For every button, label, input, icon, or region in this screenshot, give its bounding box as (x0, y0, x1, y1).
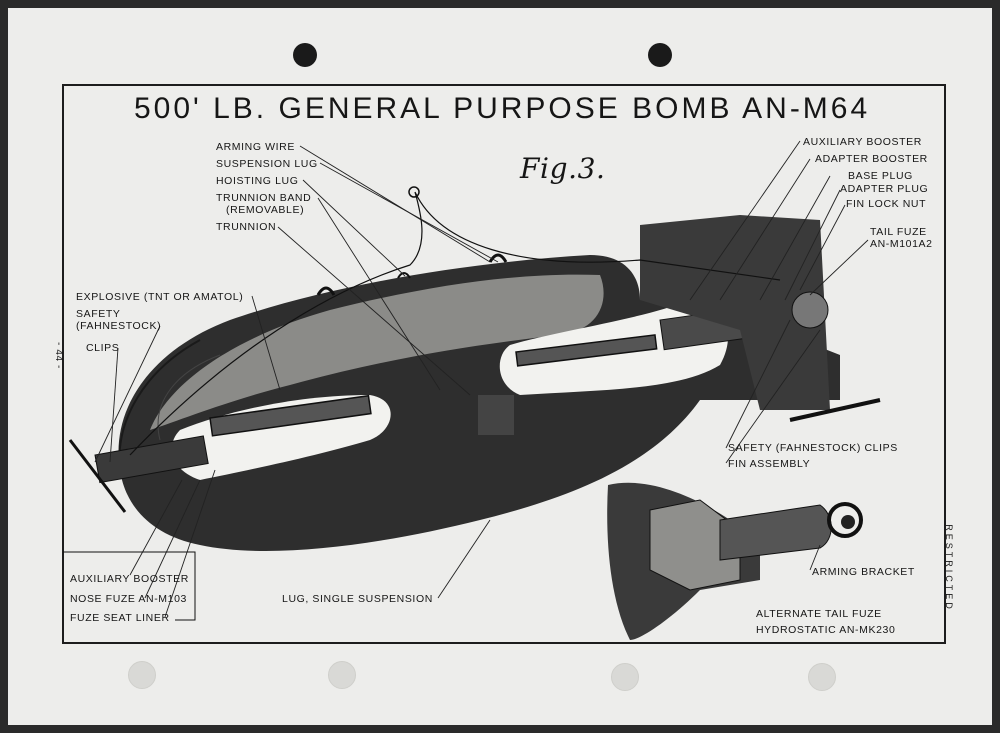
label-safety-clips: SAFETY (FAHNESTOCK) CLIPS (728, 442, 898, 454)
page-title: 500' LB. GENERAL PURPOSE BOMB AN-M64 (134, 92, 871, 125)
label-safety-note: (FAHNESTOCK) (76, 320, 162, 332)
punch-hole-shadow (808, 663, 836, 691)
figure-frame (62, 84, 946, 644)
label-auxiliary-booster-left: AUXILIARY BOOSTER (70, 573, 189, 585)
label-auxiliary-booster-right: AUXILIARY BOOSTER (803, 136, 922, 148)
label-fin-assembly: FIN ASSEMBLY (728, 458, 811, 470)
label-suspension-lug: SUSPENSION LUG (216, 158, 318, 170)
punch-hole-shadow (328, 661, 356, 689)
label-explosive: EXPLOSIVE (TNT OR AMATOL) (76, 291, 244, 303)
punch-hole (648, 43, 672, 67)
punch-hole-shadow (128, 661, 156, 689)
label-adapter-booster: ADAPTER BOOSTER (815, 153, 928, 165)
label-arming-bracket: ARMING BRACKET (812, 566, 915, 578)
label-clips: CLIPS (86, 342, 120, 354)
label-arming-wire: ARMING WIRE (216, 141, 295, 153)
restricted-stamp: RESTRICTED (943, 524, 954, 612)
label-trunnion: TRUNNION (216, 221, 277, 233)
label-lug-single: LUG, SINGLE SUSPENSION (282, 593, 433, 605)
label-base-plug: BASE PLUG (848, 170, 913, 182)
punch-hole-shadow (611, 663, 639, 691)
label-trunnion-band-note: (REMOVABLE) (226, 204, 305, 216)
label-adapter-plug: ADAPTER PLUG (840, 183, 929, 195)
label-alternate-tail-fuze: ALTERNATE TAIL FUZE (756, 608, 882, 620)
label-safety: SAFETY (76, 308, 121, 320)
label-tail-fuze-model: AN-M101A2 (870, 238, 933, 250)
label-tail-fuze: TAIL FUZE (870, 226, 927, 238)
label-hoisting-lug: HOISTING LUG (216, 175, 299, 187)
page-number: - 44 - (52, 342, 64, 369)
figure-label: Fig.3. (520, 152, 606, 185)
label-nose-fuze: NOSE FUZE AN-M103 (70, 593, 187, 605)
label-hydrostatic: HYDROSTATIC AN-MK230 (756, 624, 896, 636)
label-fuze-seat-liner: FUZE SEAT LINER (70, 612, 170, 624)
label-trunnion-band: TRUNNION BAND (216, 192, 312, 204)
punch-hole (293, 43, 317, 67)
label-fin-lock-nut: FIN LOCK NUT (846, 198, 927, 210)
